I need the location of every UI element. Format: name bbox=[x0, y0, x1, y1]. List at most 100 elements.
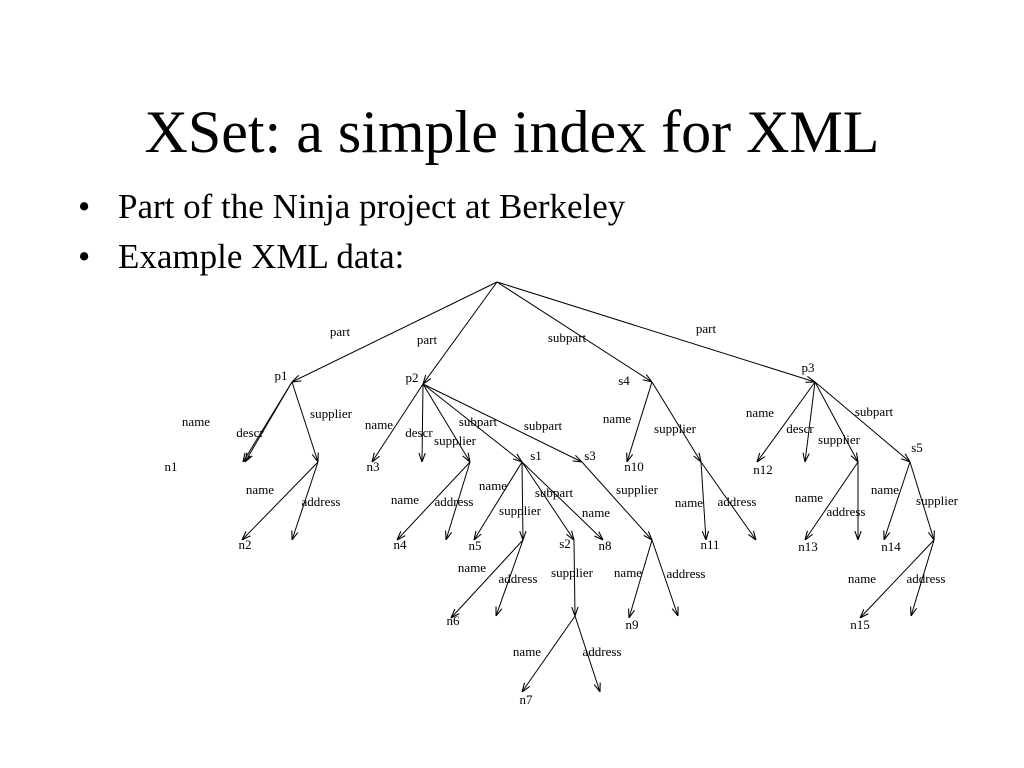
node-label-n3: n3 bbox=[367, 459, 380, 474]
edge-label-subpart: subpart bbox=[855, 404, 894, 419]
slide-title: XSet: a simple index for XML bbox=[144, 99, 880, 165]
node-label-s2: s2 bbox=[559, 536, 571, 551]
tree-edge-p3-to-p3-desc bbox=[805, 381, 816, 462]
edge-label-supplier: supplier bbox=[551, 565, 594, 580]
edge-label-name: name bbox=[871, 482, 899, 497]
node-label-n8: n8 bbox=[599, 538, 612, 553]
edge-label-supplier: supplier bbox=[434, 433, 477, 448]
tree-edge-p2-sup-to-p2-sup-addr bbox=[446, 461, 471, 540]
edge-label-name: name bbox=[182, 414, 210, 429]
edge-label-address: address bbox=[435, 494, 474, 509]
tree-edge-p3-to-p3-sup bbox=[814, 381, 858, 462]
bullet-text: Example XML data: bbox=[118, 237, 405, 276]
edge-label-name: name bbox=[513, 644, 541, 659]
tree-edge-p2-to-p2-sup bbox=[422, 383, 470, 462]
edge-label-supplier: supplier bbox=[616, 482, 659, 497]
node-label-n1: n1 bbox=[165, 459, 178, 474]
tree-edge-p2-to-s3 bbox=[422, 383, 582, 462]
bullet-marker: • bbox=[78, 187, 91, 226]
edge-label-name: name bbox=[246, 482, 274, 497]
node-label-n14: n14 bbox=[881, 539, 901, 554]
edge-label-name: name bbox=[582, 505, 610, 520]
tree-edge-s5-sup-to-n15 bbox=[860, 539, 935, 618]
edge-label-name: name bbox=[675, 495, 703, 510]
tree-edge-root-to-p2 bbox=[423, 281, 498, 384]
tree-edge-root-to-p1 bbox=[292, 281, 498, 382]
tree-edge-s1-to-n8 bbox=[521, 461, 603, 540]
tree-edge-s1-to-n5 bbox=[474, 461, 523, 540]
node-label-s3: s3 bbox=[584, 448, 596, 463]
edge-label-address: address bbox=[827, 504, 866, 519]
edge-label-name: name bbox=[795, 490, 823, 505]
tree-edge-s1-sup-to-n6 bbox=[451, 539, 524, 618]
tree-edge-p3-to-s5 bbox=[814, 381, 910, 462]
tree-edge-s4-to-n10 bbox=[627, 381, 653, 462]
edge-label-name: name bbox=[614, 565, 642, 580]
bullet-text: Part of the Ninja project at Berkeley bbox=[118, 187, 626, 226]
edge-label-descr: descr bbox=[786, 421, 814, 436]
tree-edge-p2-to-s1 bbox=[422, 383, 522, 462]
node-label-n5: n5 bbox=[469, 538, 482, 553]
edge-label-subpart: subpart bbox=[524, 418, 563, 433]
edge-label-name: name bbox=[365, 417, 393, 432]
edge-label-descr: descr bbox=[236, 425, 264, 440]
node-label-n12: n12 bbox=[753, 462, 773, 477]
edge-label-name: name bbox=[458, 560, 486, 575]
tree-edge-s1-to-s1-sup bbox=[522, 461, 523, 540]
node-label-n4: n4 bbox=[394, 537, 408, 552]
edge-label-name: name bbox=[746, 405, 774, 420]
edge-label-address: address bbox=[583, 644, 622, 659]
bullet-item: • Part of the Ninja project at Berkeley bbox=[78, 186, 625, 228]
edge-label-address: address bbox=[718, 494, 757, 509]
tree-edge-s3-to-s3-sup bbox=[581, 461, 652, 540]
tree-edge-p1-to-p1-desc bbox=[243, 381, 293, 462]
edge-label-subpart: subpart bbox=[548, 330, 587, 345]
tree-edge-s1-sup-to-s1-sup-addr bbox=[496, 539, 524, 616]
tree-edge-s4-sup-to-n11 bbox=[700, 461, 706, 540]
bullet-item: • Example XML data: bbox=[78, 236, 625, 278]
tree-edge-s4-to-s4-sup bbox=[651, 381, 701, 462]
tree-edge-s2-to-s2-sup bbox=[574, 539, 575, 616]
node-label-s4: s4 bbox=[618, 373, 630, 388]
node-label-p2: p2 bbox=[406, 370, 419, 385]
tree-edge-p2-to-p2-desc bbox=[422, 383, 423, 462]
tree-edge-root-to-p3 bbox=[496, 281, 815, 382]
node-label-n10: n10 bbox=[624, 459, 644, 474]
tree-edge-s2-sup-to-n7 bbox=[522, 615, 576, 692]
edge-label-supplier: supplier bbox=[654, 421, 697, 436]
edge-label-supplier: supplier bbox=[310, 406, 353, 421]
edge-label-supplier: supplier bbox=[818, 432, 861, 447]
tree-edge-s2-sup-to-s2-sup-addr bbox=[574, 615, 600, 692]
node-label-n11: n11 bbox=[700, 537, 719, 552]
node-label-p3: p3 bbox=[802, 360, 815, 375]
node-label-s5: s5 bbox=[911, 440, 923, 455]
node-label-n15: n15 bbox=[850, 617, 870, 632]
edge-label-address: address bbox=[907, 571, 946, 586]
node-label-n9: n9 bbox=[626, 617, 639, 632]
edge-label-name: name bbox=[391, 492, 419, 507]
tree-edge-s1-to-s2 bbox=[521, 461, 574, 540]
bullet-marker: • bbox=[78, 237, 91, 276]
tree-edge-s3-sup-to-s3-sup-addr bbox=[651, 539, 678, 616]
tree-edge-p2-to-n3 bbox=[372, 383, 424, 462]
edge-label-supplier: supplier bbox=[499, 503, 542, 518]
tree-edge-s5-to-s5-sup bbox=[909, 461, 934, 540]
edge-label-descr: descr bbox=[405, 425, 433, 440]
tree-edge-s3-sup-to-n9 bbox=[629, 539, 653, 618]
tree-edge-root-to-s4 bbox=[496, 281, 652, 382]
node-label-n13: n13 bbox=[798, 539, 818, 554]
tree-edge-p1-sup-to-p1-sup-addr bbox=[292, 461, 319, 540]
node-label-n6: n6 bbox=[447, 613, 461, 628]
edge-label-supplier: supplier bbox=[916, 493, 959, 508]
node-label-p1: p1 bbox=[275, 368, 288, 383]
edge-label-address: address bbox=[499, 571, 538, 586]
tree-edge-p1-sup-to-n2 bbox=[242, 461, 319, 540]
edge-label-name: name bbox=[848, 571, 876, 586]
edge-label-part: part bbox=[417, 332, 438, 347]
node-label-s1: s1 bbox=[530, 448, 542, 463]
edge-label-address: address bbox=[667, 566, 706, 581]
edge-label-subpart: subpart bbox=[459, 414, 498, 429]
edge-label-part: part bbox=[330, 324, 351, 339]
tree-edge-s5-to-n14 bbox=[884, 461, 911, 540]
